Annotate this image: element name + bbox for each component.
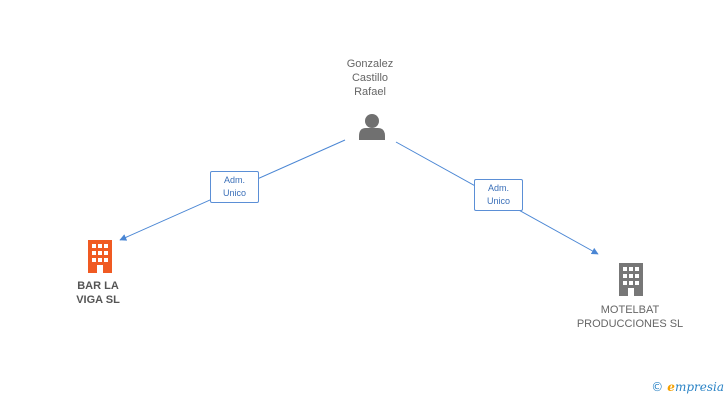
person-name[interactable]: Gonzalez Castillo Rafael — [320, 57, 420, 99]
person-name-line: Castillo — [351, 72, 389, 84]
building-icon-main[interactable] — [88, 240, 112, 273]
empresia-watermark: ©empresia — [651, 380, 724, 394]
person-icon[interactable] — [359, 114, 385, 140]
brand-logo-text: mpresia — [674, 380, 724, 394]
edge-label-left: Adm. Unico — [210, 171, 259, 203]
main-company-name-line: BAR LA — [77, 280, 119, 292]
building-icon-secondary[interactable] — [619, 263, 643, 296]
main-company-name[interactable]: BAR LA VIGA SL — [48, 279, 148, 307]
company-name-line: MOTELBAT — [600, 304, 660, 316]
main-company-name-line: VIGA SL — [76, 294, 120, 306]
edge-label-line: Adm. — [487, 183, 509, 193]
edge-label-right: Adm. Unico — [474, 179, 523, 211]
person-name-line: Gonzalez — [346, 58, 394, 70]
edge-label-line: Unico — [486, 196, 510, 206]
edge-label-line: Adm. — [223, 175, 245, 185]
company-name[interactable]: MOTELBAT PRODUCCIONES SL — [560, 303, 700, 331]
person-name-line: Rafael — [354, 86, 386, 98]
company-name-line: PRODUCCIONES SL — [576, 318, 684, 330]
brand-logo-e: e — [667, 380, 675, 394]
copyright-symbol: © — [651, 380, 664, 394]
edge-label-line: Unico — [222, 188, 246, 198]
